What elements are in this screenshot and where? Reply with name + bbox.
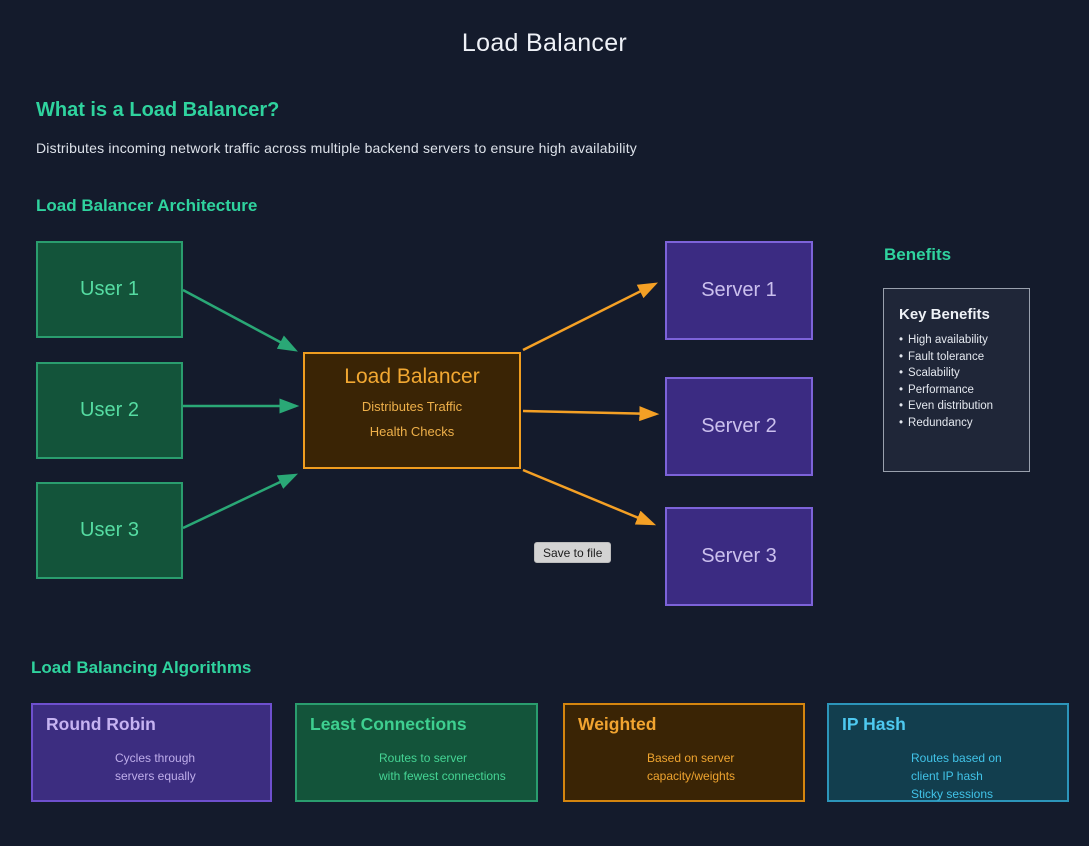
algorithm-card-ip-hash: IP Hash Routes based on client IP hash S… [827, 703, 1069, 802]
benefit-item: Fault tolerance [899, 349, 1019, 366]
intro-description: Distributes incoming network traffic acr… [36, 140, 637, 156]
benefit-item: Even distribution [899, 398, 1019, 415]
save-to-file-button[interactable]: Save to file [534, 542, 612, 563]
server3-label: Server 3 [701, 545, 777, 567]
algorithms-heading: Load Balancing Algorithms [31, 658, 252, 677]
server1-node: Server 1 [665, 241, 813, 340]
algorithm-card-line: Routes based on [911, 751, 1002, 765]
user3-node: User 3 [36, 482, 183, 579]
intro-heading: What is a Load Balancer? [36, 99, 280, 121]
server1-label: Server 1 [701, 279, 777, 301]
algorithm-card-line: Sticky sessions [911, 787, 994, 801]
benefit-item: High availability [899, 332, 1019, 349]
algorithm-card-line: Based on server [647, 751, 735, 765]
algorithm-card-round-robin: Round Robin Cycles through servers equal… [31, 703, 272, 802]
algorithm-card-description: Cycles through servers equally [115, 749, 196, 785]
server2-label: Server 2 [701, 415, 777, 437]
server2-node: Server 2 [665, 377, 813, 476]
benefits-panel: Key Benefits High availability Fault tol… [883, 288, 1030, 472]
load-balancer-node-line1: Distributes Traffic [361, 399, 463, 414]
algorithm-card-line: client IP hash [911, 769, 983, 783]
user3-label: User 3 [80, 519, 139, 541]
page-title: Load Balancer [461, 29, 628, 57]
server3-node: Server 3 [665, 507, 813, 606]
algorithm-card-title: IP Hash [842, 714, 906, 734]
arrow-lb-to-server2 [522, 406, 660, 422]
user1-node: User 1 [36, 241, 183, 338]
benefit-item: Performance [899, 382, 1019, 399]
load-balancer-node-title: Load Balancer [344, 365, 480, 388]
arrow-user1-to-lb [182, 288, 298, 352]
benefits-heading: Benefits [884, 245, 952, 264]
algorithm-card-line: with fewest connections [379, 769, 506, 783]
algorithm-card-title: Round Robin [46, 714, 156, 734]
user2-node: User 2 [36, 362, 183, 459]
algorithm-card-line: Routes to server [379, 751, 468, 765]
load-balancer-node-line2: Health Checks [369, 424, 455, 439]
benefits-panel-title: Key Benefits [899, 306, 990, 323]
user1-label: User 1 [80, 278, 139, 300]
algorithm-card-line: capacity/weights [647, 769, 736, 783]
algorithm-card-weighted: Weighted Based on server capacity/weight… [563, 703, 805, 802]
algorithm-card-title: Weighted [578, 714, 657, 734]
algorithm-card-title: Least Connections [310, 714, 467, 734]
algorithm-card-least-connections: Least Connections Routes to server with … [295, 703, 538, 802]
algorithm-card-line: Cycles through [115, 751, 196, 765]
user2-label: User 2 [80, 399, 139, 421]
algorithm-card-description: Routes to server with fewest connections [379, 749, 506, 785]
arrow-lb-to-server3 [522, 468, 657, 526]
algorithm-card-line: servers equally [115, 769, 196, 783]
algorithm-card-description: Based on server capacity/weights [647, 749, 735, 785]
benefit-item: Redundancy [899, 415, 1019, 432]
architecture-heading: Load Balancer Architecture [36, 196, 258, 215]
load-balancer-node: Load Balancer Distributes Traffic Health… [303, 352, 521, 469]
benefit-item: Scalability [899, 365, 1019, 382]
arrow-lb-to-server1 [522, 282, 658, 352]
arrow-user3-to-lb [182, 473, 299, 530]
algorithm-card-description: Routes based on client IP hash Sticky se… [911, 749, 1002, 803]
